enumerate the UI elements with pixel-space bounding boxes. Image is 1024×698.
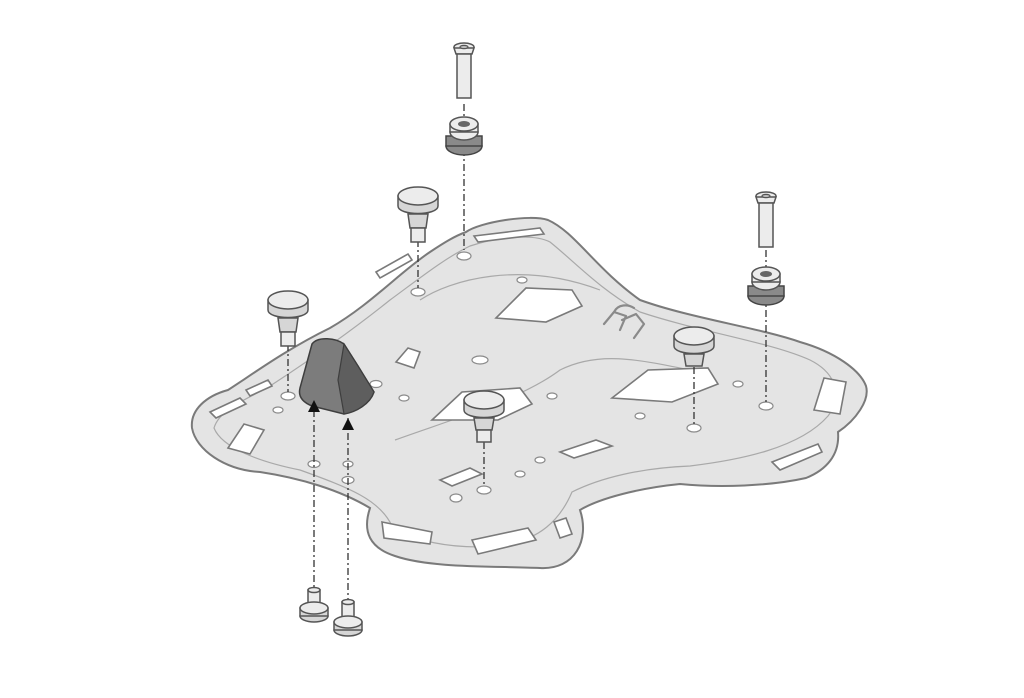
hole-pin-center	[476, 485, 492, 495]
plate-cutout-small-right	[557, 439, 615, 459]
hole-screw-top	[456, 251, 472, 261]
screw-bottom-left	[299, 586, 329, 623]
hole-extra-8	[732, 380, 744, 388]
edge-slot-right-1	[812, 377, 847, 415]
screw-top	[452, 42, 476, 99]
hole-extra-4	[449, 493, 463, 503]
hole-pin-right	[686, 423, 702, 433]
rack-plate-raised-rib	[394, 358, 701, 441]
hole-pin-top	[410, 287, 426, 297]
edge-slot-top-left	[374, 252, 414, 280]
plate-cutout-small-left	[394, 347, 422, 370]
plate-cutout-right	[609, 367, 720, 403]
hole-screw-right	[758, 401, 774, 411]
edge-slot-bottom-1	[381, 520, 433, 545]
hole-extra-7	[634, 412, 646, 420]
screw-bottom-right	[333, 598, 363, 637]
edge-slot-right-2	[770, 442, 824, 471]
rack-plate	[190, 216, 868, 570]
brand-logo-icon	[602, 304, 646, 340]
arrow-up-left	[308, 400, 320, 412]
axis-arrowheads	[308, 400, 354, 430]
hole-extra-3	[398, 394, 410, 402]
locking-pin-top	[397, 186, 439, 243]
edge-slot-left-3	[244, 378, 274, 398]
rack-plate-outline	[190, 216, 868, 570]
hole-extra-9	[471, 355, 489, 365]
edge-slot-left-2	[226, 423, 266, 455]
locking-pin-center	[463, 390, 505, 443]
screw-right	[754, 191, 778, 248]
hole-extra-1	[272, 406, 284, 414]
rubber-stop	[298, 338, 375, 415]
locking-pin-right	[673, 326, 715, 367]
plate-cutout-small-mid	[438, 467, 484, 487]
rack-plate-raised-rib-2	[419, 274, 601, 301]
locking-pin-left	[267, 290, 309, 347]
hole-extra-11	[369, 379, 383, 389]
spacer-bushing-top	[445, 116, 483, 156]
arrow-up-right	[342, 418, 354, 430]
hole-extra-12	[516, 276, 528, 284]
edge-slot-bottom-2	[470, 527, 538, 555]
hole-extra-10	[546, 392, 558, 400]
hole-extra-5	[534, 456, 546, 464]
edge-slot-top	[472, 227, 546, 243]
edge-slot-bottom-3	[552, 516, 574, 540]
edge-slot-left-1	[208, 397, 248, 419]
hole-pin-left	[280, 391, 296, 401]
plate-cutout-top	[494, 287, 584, 323]
spacer-bushing-right	[747, 266, 785, 306]
hole-extra-6	[514, 470, 526, 478]
